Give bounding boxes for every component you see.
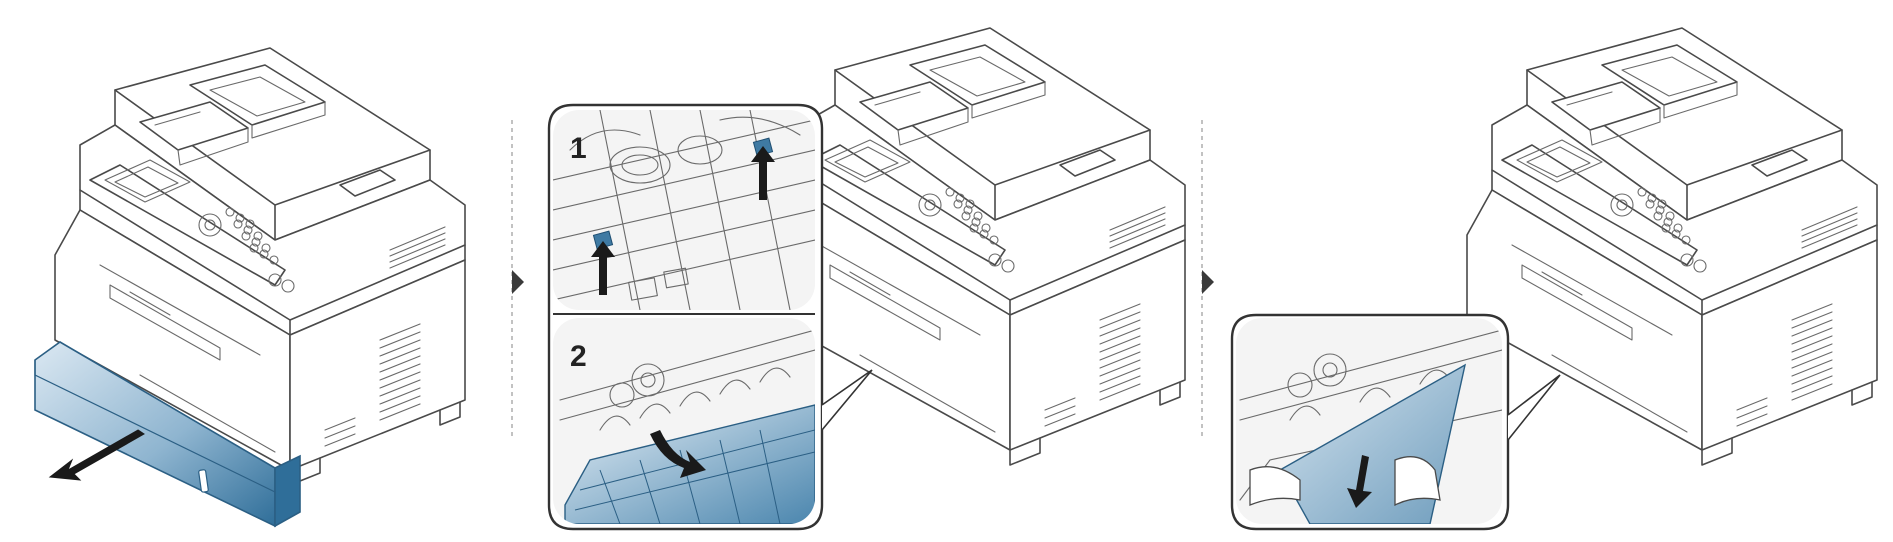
step-separator-icon xyxy=(512,270,524,294)
panel-lift-levers-and-open-guide: 1 2 xyxy=(547,27,1186,531)
callout-remove-paper xyxy=(1236,318,1502,524)
callout-step-1 xyxy=(553,110,815,310)
pull-arrow-icon xyxy=(48,429,145,481)
panel-remove-jammed-paper xyxy=(1230,27,1878,531)
step-separator-icon xyxy=(1202,270,1214,294)
paper-tray xyxy=(34,341,301,528)
callout-step-2 xyxy=(553,318,815,524)
lift-arrow-icon xyxy=(751,146,775,200)
step-number-1: 1 xyxy=(570,132,587,165)
lift-arrow-icon xyxy=(591,241,615,295)
step-number-2: 2 xyxy=(570,340,587,373)
down-arrow-icon xyxy=(1347,455,1372,508)
panel-pull-out-tray xyxy=(34,47,466,528)
rotate-arrow-icon xyxy=(650,430,706,478)
